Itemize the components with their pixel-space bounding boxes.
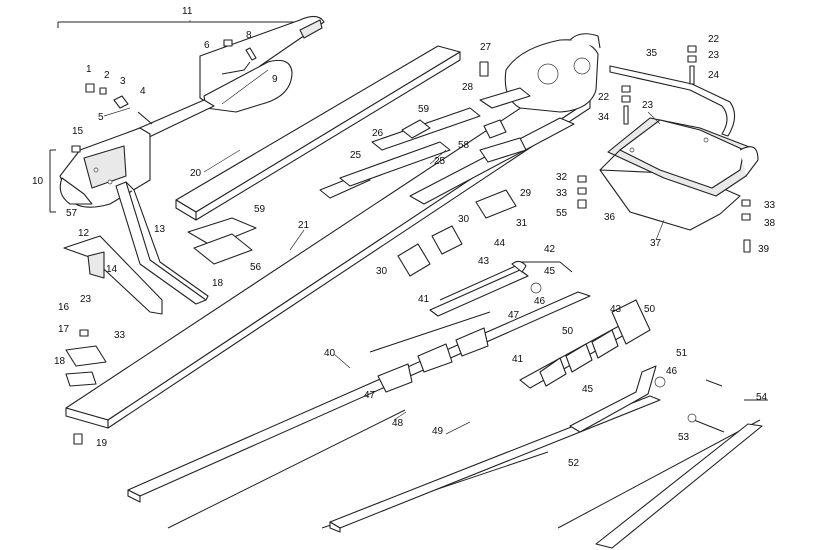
callout-6: 6 [204, 40, 210, 51]
callout-11: 11 [182, 6, 193, 17]
callout-17: 17 [58, 324, 70, 335]
callout-23b: 23 [642, 100, 654, 111]
callout-54: 54 [756, 392, 768, 403]
cutter-bar-20 [175, 45, 461, 221]
callout-48: 48 [392, 418, 404, 429]
callout-30: 30 [458, 214, 470, 225]
callout-45b: 45 [582, 384, 594, 395]
callout-13: 13 [154, 224, 166, 235]
hardware-top-left [71, 39, 257, 153]
callout-22: 22 [708, 34, 720, 45]
callout-23: 23 [708, 50, 720, 61]
callout-19: 19 [96, 438, 108, 449]
callout-25: 25 [350, 150, 362, 161]
callout-2: 2 [104, 70, 110, 81]
callout-56: 56 [250, 262, 262, 273]
callout-24: 24 [708, 70, 720, 81]
callout-42: 42 [544, 244, 556, 255]
callout-37: 37 [650, 238, 662, 249]
callout-33b: 33 [764, 200, 776, 211]
callout-8: 8 [246, 30, 252, 41]
knife-bar-49 [329, 395, 661, 533]
callout-4: 4 [140, 86, 146, 97]
callout-35: 35 [646, 48, 658, 59]
callout-58: 58 [458, 140, 470, 151]
callout-1: 1 [86, 64, 92, 75]
callout-23c: 23 [80, 294, 92, 305]
callout-labels: 11 1 2 3 4 5 6 8 9 15 10 57 20 27 28 59 … [32, 6, 776, 469]
callout-43: 43 [478, 256, 490, 267]
callout-43b: 43 [610, 304, 622, 315]
callout-33: 33 [556, 188, 568, 199]
callout-38: 38 [764, 218, 776, 229]
guard-plates [319, 107, 575, 277]
callout-18: 18 [212, 278, 224, 289]
callout-50b: 50 [562, 326, 574, 337]
callout-9: 9 [272, 74, 278, 85]
callout-36: 36 [604, 212, 616, 223]
callout-53: 53 [678, 432, 690, 443]
callout-51: 51 [676, 348, 688, 359]
callout-29: 29 [520, 188, 532, 199]
callout-26: 26 [372, 128, 384, 139]
knife-assembly-50 [519, 282, 666, 433]
callout-33c: 33 [114, 330, 126, 341]
callout-44: 44 [494, 238, 506, 249]
callout-39: 39 [758, 244, 770, 255]
callout-32: 32 [556, 172, 568, 183]
callout-28: 28 [462, 82, 474, 93]
callout-18b: 18 [54, 356, 66, 367]
callout-30b: 30 [376, 266, 388, 277]
callout-20: 20 [190, 168, 202, 179]
callout-27: 27 [480, 42, 492, 53]
callout-15: 15 [72, 126, 84, 137]
clip-parts-left [65, 329, 107, 445]
knife-sections-47 [369, 260, 529, 393]
shields-36-37 [599, 117, 759, 231]
rod-53 [595, 413, 763, 549]
callout-25b: 25 [434, 156, 446, 167]
callout-40: 40 [324, 348, 336, 359]
callout-50: 50 [644, 304, 656, 315]
callout-3: 3 [120, 76, 126, 87]
callout-47: 47 [508, 310, 520, 321]
callout-45: 45 [544, 266, 556, 277]
drive-assembly [479, 33, 736, 137]
callout-41: 41 [418, 294, 430, 305]
callout-59: 59 [418, 104, 430, 115]
callout-14: 14 [106, 264, 118, 275]
callout-16: 16 [58, 302, 70, 313]
callout-47b: 47 [364, 390, 376, 401]
divider-12-13 [63, 181, 257, 315]
callout-12: 12 [78, 228, 90, 239]
callout-59b: 59 [254, 204, 266, 215]
callout-31: 31 [516, 218, 528, 229]
callout-21: 21 [298, 220, 310, 231]
callout-5: 5 [98, 112, 104, 123]
callout-49: 49 [432, 426, 444, 437]
callout-10: 10 [32, 176, 44, 187]
callout-57: 57 [66, 208, 78, 219]
callout-34: 34 [598, 112, 610, 123]
leader-lines [103, 20, 665, 435]
callout-55: 55 [556, 208, 568, 219]
fasteners-right [577, 45, 751, 253]
callout-22b: 22 [598, 92, 610, 103]
callout-46: 46 [534, 296, 546, 307]
callout-46b: 46 [666, 366, 678, 377]
callout-52: 52 [568, 458, 580, 469]
callout-41b: 41 [512, 354, 524, 365]
